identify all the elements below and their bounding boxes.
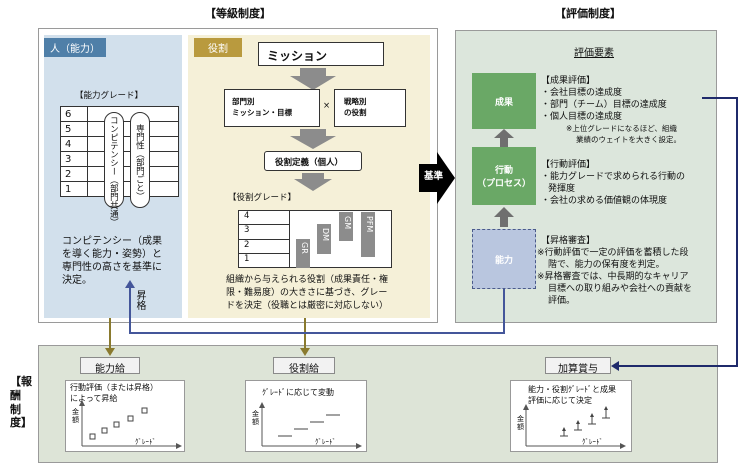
kodo-label-1: 行動 (494, 166, 513, 176)
yakuwarikyu-tab: 役割給 (273, 357, 335, 375)
seika-text-1: 【成果評価】 (541, 76, 596, 86)
yakuwari-desc-3: ドを決定（役職とは厳密に対応しない） (226, 301, 389, 311)
kodo-box: 行動 （プロセス） (472, 147, 536, 205)
times-symbol: × (323, 101, 331, 111)
noryoku-grade-2: 2 (60, 166, 88, 182)
step-gm-box (339, 212, 353, 241)
yakuwari-title: 役割 (194, 38, 242, 57)
arrow-noryoku-to-kodo (494, 207, 514, 227)
kodo-text-4: ・会社の求める価値観の体現度 (541, 196, 668, 206)
noryoku-text-4: ※昇格審査では、中長期的なキャリア (537, 272, 689, 282)
noryoku-title: 人（能力） (44, 38, 106, 57)
noryoku-grade-4: 4 (60, 136, 88, 152)
kodo-label-2: （プロセス） (476, 179, 531, 189)
step-dm-box (317, 224, 331, 254)
dept-mission-label-1: 部門別 (232, 97, 255, 106)
step-gr-box (296, 239, 310, 268)
kodo-text-1: 【行動評価】 (541, 160, 596, 170)
noryokukyu-desc-1: 行動評価（または昇格） (70, 383, 158, 392)
seika-note-2: 業績のウェイトを大きく設定。 (576, 135, 681, 144)
yakuwari-grade-3: 3 (244, 225, 250, 235)
competency-pill (104, 112, 124, 208)
seika-text-3: ・部門（チーム）目標の達成度 (541, 100, 667, 110)
kijun-arrow (419, 152, 455, 204)
noryoku-text-2: ※行動評価で一定の評価を蓄積した段 (537, 248, 689, 258)
noryoku-text-5: 目標への取り組みや会社への貢献を (548, 284, 693, 294)
kasan-desc-1: 能力・役割ｸﾞﾚｰﾄﾞと成果 (528, 385, 616, 394)
step-dm-label: DM (320, 228, 330, 242)
yakuwarikyu-desc: ｸﾞﾚｰﾄﾞに応じて変動 (262, 388, 334, 397)
noryoku-desc-4: 決定。 (62, 275, 92, 286)
noryokukyu-ylabel: 金額 (72, 408, 79, 424)
yakuwari-grade-1: 1 (244, 254, 250, 264)
noryoku-grade-6: 6 (60, 106, 88, 122)
yakuwarikyu-ylabel: 金額 (252, 410, 259, 426)
seika-text-4: ・個人目標の達成度 (541, 112, 623, 122)
noryokukyu-chart (79, 400, 182, 449)
seika-text-2: ・会社目標の達成度 (541, 88, 623, 98)
noryoku-grade-1: 1 (60, 181, 88, 197)
seika-note-1: ※上位グレードになるほど、組織 (566, 124, 677, 133)
dept-mission-box (224, 89, 320, 127)
noryoku-text-3: 階で、能力の保有度を判定。 (548, 260, 665, 270)
arrow-grade-down (294, 173, 332, 191)
kasan-tab: 加算賞与 (545, 357, 611, 375)
yakuwari-desc-2: 限・難易度）の大きさに基づき、グレー (226, 288, 388, 298)
step-gm-label: GM (342, 216, 352, 230)
header-tokyu: 【等級制度】 (205, 7, 271, 20)
noryokukyu-card (65, 380, 185, 452)
hyoka-title: 評価要素 (574, 48, 614, 59)
arrow-role-down (290, 129, 336, 149)
competency-label: コンピテンシー（部門共通） (108, 116, 119, 227)
kasan-xlabel: ｸﾞﾚｰﾄﾞ (582, 438, 603, 446)
kasan-desc-2: 評価に応じて決定 (528, 396, 592, 405)
step-gr-label: GR (299, 242, 309, 254)
arrow-mission-down (290, 68, 336, 90)
noryokukyu-tab: 能力給 (80, 357, 140, 375)
noryoku-desc-3: 専門性の高さを基準に (62, 262, 162, 273)
kijun-label: 基準 (424, 171, 444, 182)
mission-box: ミッション (258, 42, 384, 66)
noryoku-grade-title: 【能力グレード】 (75, 91, 144, 101)
noryoku-text-6: 評価。 (548, 296, 576, 306)
kodo-text-3: 発揮度 (548, 184, 576, 194)
yakuwari-grade-2: 2 (244, 240, 250, 250)
yakuwarikyu-card (245, 380, 367, 452)
seika-box: 成果 (472, 73, 536, 129)
noryoku-eval-box: 能力 (472, 229, 536, 289)
senmon-pill (130, 112, 150, 208)
header-hyoka: 【評価制度】 (555, 7, 621, 20)
task-role-label-1: 戦略別 (344, 97, 367, 106)
yakuwarikyu-chart (259, 402, 362, 449)
noryoku-desc-1: コンピテンシー（成果 (62, 236, 162, 247)
yakuwari-grade-title: 【役割グレード】 (228, 193, 297, 203)
step-pfm-label: PFM (364, 216, 374, 233)
yakuwari-desc-1: 組織から与えられる役割（成果責任・権 (226, 275, 389, 285)
arrow-kodo-to-seika (494, 129, 514, 147)
yakuwarikyu-xlabel: ｸﾞﾚｰﾄﾞ (315, 438, 336, 446)
noryoku-desc-2: を導く能力・姿勢）と (62, 249, 162, 260)
kasan-ylabel: 金額 (517, 415, 524, 431)
noryokukyu-desc-2: によって昇給 (70, 394, 118, 403)
noryoku-text-1: 【昇格審査】 (541, 236, 596, 246)
kasan-chart (523, 404, 626, 449)
kasan-card (510, 380, 632, 452)
kodo-text-2: ・能力グレードで求められる行動の (541, 172, 686, 182)
task-role-label-2: の役割 (344, 108, 367, 117)
step-pfm-box (361, 212, 375, 257)
yakuwari-grade-4: 4 (244, 211, 250, 221)
shokaku-label: 昇格 (134, 290, 145, 310)
senmon-label: 専門性（部門ごと） (134, 124, 145, 201)
task-role-box (334, 89, 406, 127)
noryokukyu-xlabel: ｸﾞﾚｰﾄﾞ (135, 438, 156, 446)
role-def-box: 役割定義（個人） (264, 151, 362, 171)
dept-mission-label-2: ミッション・目標 (232, 108, 292, 117)
